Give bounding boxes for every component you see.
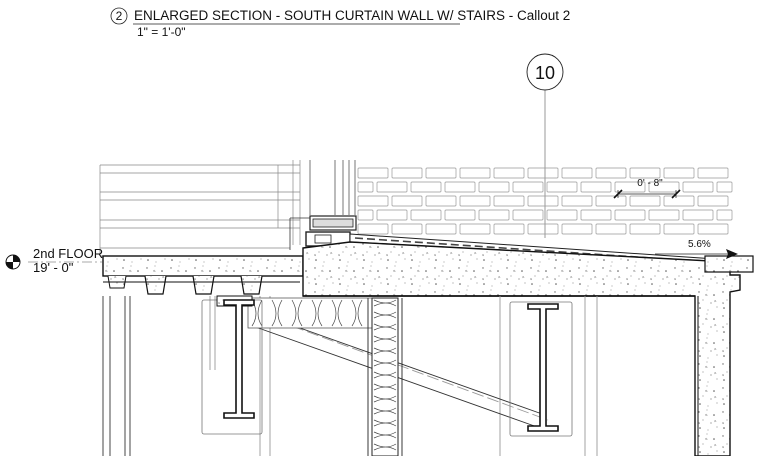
brick [444, 209, 476, 221]
brick [580, 209, 612, 221]
level-name: 2nd FLOOR [33, 246, 103, 261]
brick [357, 181, 374, 193]
brick [478, 181, 510, 193]
brick [614, 181, 646, 193]
steel-beam-right [509, 301, 573, 437]
brick [357, 167, 389, 179]
brick [697, 167, 729, 179]
brick [716, 209, 733, 221]
brick [648, 209, 680, 221]
view-title-text: ENLARGED SECTION - SOUTH CURTAIN WALL W/… [134, 8, 570, 23]
view-number: 2 [116, 9, 123, 23]
brick-wall [357, 167, 733, 235]
brick [561, 195, 593, 207]
view-title: 2 ENLARGED SECTION - SOUTH CURTAIN WALL … [110, 7, 570, 39]
brick [561, 167, 593, 179]
brick [512, 181, 544, 193]
brick [425, 223, 457, 235]
brick [546, 181, 578, 193]
brick [391, 195, 423, 207]
level-elevation: 19' - 0" [33, 260, 74, 275]
brick [546, 209, 578, 221]
vertical-insulation [367, 297, 403, 456]
batt-insulation [247, 297, 389, 329]
grid-marker: 10 [526, 53, 564, 238]
brick [595, 223, 627, 235]
curtain-wall-mullions [309, 160, 356, 215]
brick [493, 167, 525, 179]
slope-value: 5.6% [688, 239, 711, 250]
brick [478, 209, 510, 221]
grid-number: 10 [535, 63, 555, 83]
slab-edge-cap [704, 255, 754, 273]
brick [527, 223, 559, 235]
dimension-value: 0' - 8" [637, 178, 663, 189]
brick [595, 195, 627, 207]
below-structure [102, 296, 598, 456]
brick [595, 167, 627, 179]
brick [629, 223, 661, 235]
stair-guard-rails [99, 160, 301, 257]
slope-arrow-icon [726, 249, 738, 259]
dimension-string: 0' - 8" [613, 178, 681, 199]
brick [391, 167, 423, 179]
floor-slab-left [102, 255, 304, 295]
brick [425, 167, 457, 179]
sill-assembly [289, 215, 357, 250]
brick [697, 195, 729, 207]
brick [512, 209, 544, 221]
steel-beam-left [201, 295, 263, 435]
brick [561, 223, 593, 235]
brick [459, 195, 491, 207]
brick [716, 181, 733, 193]
brick [629, 167, 661, 179]
brick [410, 181, 442, 193]
brick [357, 195, 389, 207]
brick [663, 195, 695, 207]
brick [410, 209, 442, 221]
brick [493, 223, 525, 235]
brick [444, 181, 476, 193]
level-marker: 2nd FLOOR 19' - 0" [5, 246, 103, 275]
view-scale: 1" = 1'-0" [137, 25, 186, 39]
brick [459, 223, 491, 235]
brick [697, 223, 729, 235]
brick [391, 223, 423, 235]
brick [682, 209, 714, 221]
brick [493, 195, 525, 207]
brick [614, 209, 646, 221]
brick [459, 167, 491, 179]
brick [357, 209, 374, 221]
brick [357, 223, 389, 235]
view-number-bubble [110, 7, 128, 25]
brick [663, 167, 695, 179]
brick [527, 195, 559, 207]
brick [629, 195, 661, 207]
brick [527, 167, 559, 179]
floor-slab-right [302, 241, 754, 456]
brick [648, 181, 680, 193]
brick [376, 209, 408, 221]
brick [682, 181, 714, 193]
brick [425, 195, 457, 207]
slope-indicator: 5.6% [655, 239, 738, 259]
brick [580, 181, 612, 193]
brick [376, 181, 408, 193]
brick [663, 223, 695, 235]
